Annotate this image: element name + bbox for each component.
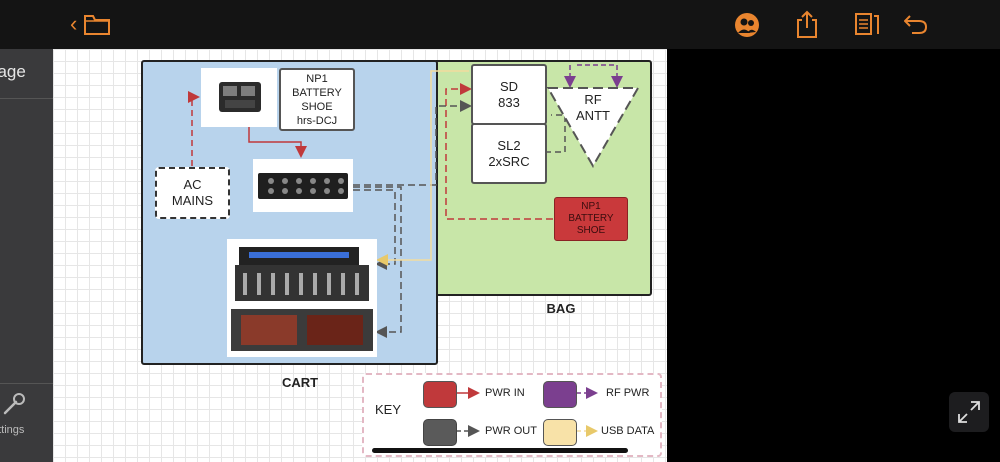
sd833-node[interactable]: SD 833 [471,64,547,125]
share-icon[interactable] [796,10,818,43]
chevron-left-icon[interactable]: ‹ [70,9,77,39]
connector-pwr-out [353,106,469,185]
connector-pwr-in [249,127,301,155]
key-title: KEY [366,403,410,417]
sidebar-title: nage [0,62,53,82]
top-toolbar: ‹ [0,0,1000,49]
expand-button[interactable] [949,392,989,432]
collaborate-icon[interactable] [734,12,760,43]
folder-icon[interactable] [84,13,110,40]
connector-pwr-in [192,97,197,166]
mixer-monitor-photo [227,239,377,357]
sidebar-settings-label[interactable]: ettings [0,424,53,436]
home-indicator [372,448,628,453]
key-label-rf-pwr: RF PWR [606,386,664,400]
key-swatch-pwr-in [423,381,457,408]
sidebar-divider [0,383,53,384]
key-label-pwr-in: PWR IN [485,386,545,400]
key-label-pwr-out: PWR OUT [485,424,545,438]
expand-icon [949,392,989,432]
np1-battery-photo [201,68,277,127]
rf-antenna-label: RF ANTT [563,91,623,125]
ac-mains-node[interactable]: AC MAINS [155,167,230,219]
key-swatch-rf-pwr [543,381,577,408]
power-distro-photo [253,159,353,212]
diagram-canvas[interactable]: NP1 BATTERY SHOE hrs-DCJ AC MAINS SD 833… [53,49,667,462]
undo-icon[interactable] [904,14,928,39]
key-swatch-usb-data [543,419,577,446]
sidebar-divider [0,98,53,99]
np1-battery-shoe-cart[interactable]: NP1 BATTERY SHOE hrs-DCJ [279,68,355,131]
connector-usb-data [379,71,469,260]
bag-label: BAG [528,302,594,316]
wrench-icon[interactable] [2,392,26,421]
np1-battery-shoe-bag[interactable]: NP1 BATTERY SHOE [554,197,628,241]
key-label-usb-data: USB DATA [601,424,663,438]
pages-icon[interactable] [855,12,879,41]
connector-rf-pwr [577,65,617,85]
sl2-node[interactable]: SL2 2xSRC [471,123,547,184]
cart-label: CART [265,376,335,390]
key-swatch-pwr-out [423,419,457,446]
